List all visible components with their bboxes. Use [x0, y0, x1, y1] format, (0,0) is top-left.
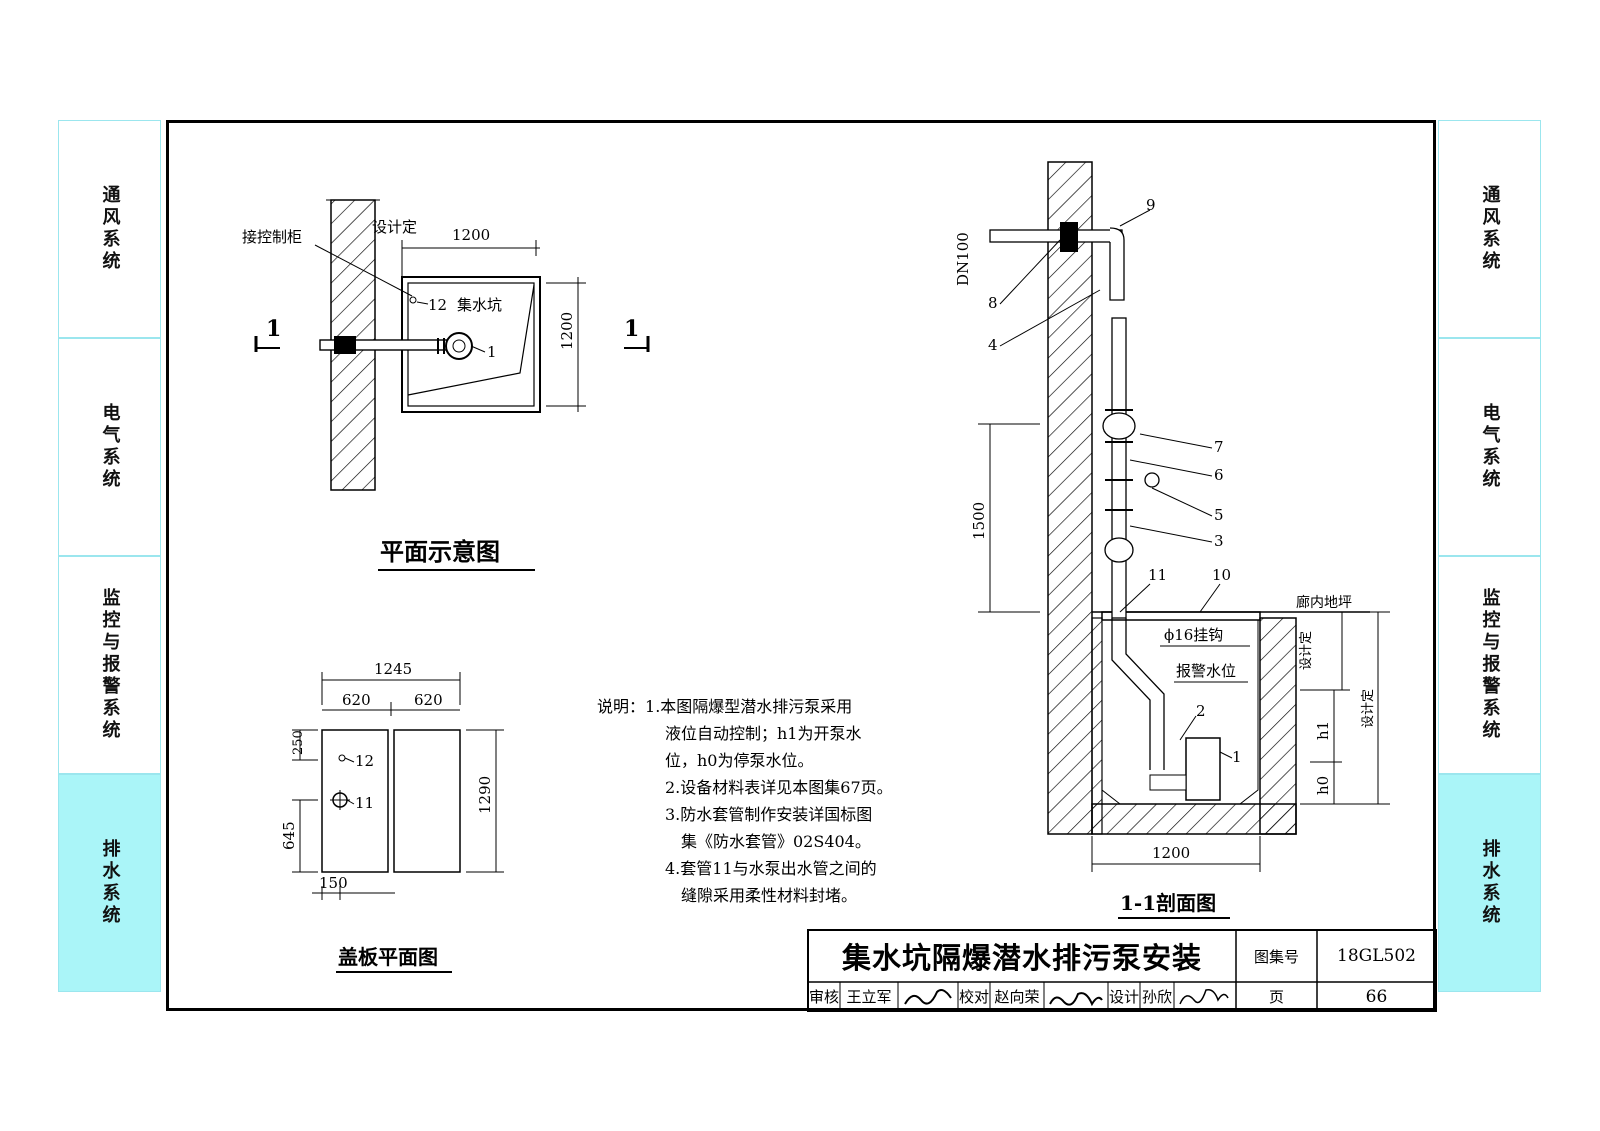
tag-3: 3 — [1214, 532, 1224, 550]
dim-1200: 1200 — [1152, 844, 1190, 862]
cover-tag-11: 11 — [355, 794, 374, 812]
cover-plan-title: 盖板平面图 — [338, 945, 438, 969]
notes-line: 4.套管11与水泵出水管之间的 — [665, 859, 877, 878]
plan-dim-width: 1200 — [452, 226, 490, 244]
h0-label: h0 — [1314, 776, 1332, 795]
checker-signature — [1049, 992, 1103, 1007]
tag-7: 7 — [1214, 438, 1224, 456]
section-view: 廊内地坪 设计定 设计定 h1 h0 ϕ16挂钩 报警水位 DN100 1500… — [954, 161, 1390, 919]
section-wall — [1047, 161, 1093, 835]
tag-8: 8 — [988, 294, 998, 312]
drawing-title: 集水坑隔爆潜水排污泵安装 — [841, 941, 1202, 975]
alarm-level-label: 报警水位 — [1176, 662, 1236, 680]
cover-dim-645: 645 — [280, 821, 298, 850]
tag-9: 9 — [1146, 196, 1156, 214]
design-label: 设计定 — [372, 218, 417, 236]
tag-5: 5 — [1214, 506, 1224, 524]
notes-line: 3.防水套管制作安装详国标图 — [665, 805, 873, 824]
pit-label: 集水坑 — [457, 296, 502, 314]
cover-dim-250: 250 — [291, 730, 306, 755]
tag-10: 10 — [1212, 566, 1231, 584]
pit-floor — [1091, 803, 1297, 835]
tag-6: 6 — [1214, 466, 1224, 484]
tab-monitoring[interactable]: 监控与报警系统 — [58, 556, 161, 774]
atlas-label: 图集号 — [1253, 947, 1299, 966]
cover-dim-left: 620 — [342, 691, 371, 709]
notes-line: 位，h0为停泵水位。 — [665, 751, 814, 770]
tag-2: 2 — [1196, 702, 1206, 720]
discharge-pipe — [989, 229, 1123, 243]
plan-view-title: 平面示意图 — [380, 537, 500, 566]
cover-dim-right: 620 — [414, 691, 443, 709]
page-number: 66 — [1365, 986, 1388, 1007]
tab-electrical-right[interactable]: 电气系统 — [1438, 338, 1541, 556]
pressure-gauge — [1144, 472, 1160, 488]
notes-block: 说明：1.本图隔爆型潜水排污泵采用 液位自动控制；h1为开泵水 位，h0为停泵水… — [597, 693, 937, 909]
cover-dim-height: 1290 — [476, 776, 494, 814]
atlas-number: 18GL502 — [1337, 946, 1416, 966]
pipe-dn-label: DN100 — [954, 232, 972, 286]
tab-ventilation[interactable]: 通风系统 — [58, 120, 161, 338]
designer-signature — [1179, 988, 1229, 1005]
plan-view: 1 12 集水坑 接控制柜 设计定 1200 1200 1 1 平面示意图 — [242, 199, 650, 571]
tab-electrical[interactable]: 电气系统 — [58, 338, 161, 556]
riser-pipe — [1111, 317, 1127, 619]
gate-valve — [1102, 412, 1136, 440]
pit-right-wall — [1259, 617, 1297, 835]
tab-drainage-right[interactable]: 排水系统 — [1438, 774, 1541, 992]
section-design-label-1: 设计定 — [1299, 631, 1314, 670]
section-mark-left: 1 — [266, 316, 281, 342]
title-block-frame — [807, 929, 1437, 1012]
floor-label: 廊内地坪 — [1296, 594, 1352, 611]
plan-dim-height: 1200 — [558, 312, 576, 350]
section-design-label-2: 设计定 — [1361, 689, 1376, 728]
pump-circle — [445, 332, 473, 360]
cover-left-plate — [321, 729, 389, 873]
tab-drainage[interactable]: 排水系统 — [58, 774, 161, 992]
design-label: 设计 — [1108, 988, 1139, 1006]
notes-line: 缝隙采用柔性材料封堵。 — [681, 886, 858, 905]
review-label: 审核 — [808, 988, 839, 1006]
cover-dim-total: 1245 — [374, 660, 412, 678]
h1-label: h1 — [1314, 721, 1332, 740]
cover-right-plate — [393, 729, 461, 873]
notes-line: 液位自动控制；h1为开泵水 — [665, 724, 862, 743]
section-mark-right: 1 — [624, 316, 639, 342]
tab-ventilation-right[interactable]: 通风系统 — [1438, 120, 1541, 338]
dim-1500: 1500 — [970, 502, 988, 540]
drawing-frame — [166, 120, 1436, 1011]
page-label: 页 — [1268, 988, 1284, 1006]
plan-tag-1: 1 — [487, 343, 497, 361]
notes-line: 2.设备材料表详见本图集67页。 — [665, 778, 893, 797]
cover-plan: 1245 620 620 1290 250 645 150 12 11 盖板平 — [280, 660, 504, 973]
cover-dim-150: 150 — [319, 874, 348, 892]
control-cabinet-label: 接控制柜 — [242, 228, 302, 246]
check-label: 校对 — [958, 988, 989, 1006]
notes-line: 说明：1.本图隔爆型潜水排污泵采用 — [597, 697, 853, 716]
reviewer-name: 王立军 — [846, 988, 892, 1006]
submersible-pump — [1185, 737, 1221, 801]
cover-tag-12: 12 — [355, 752, 374, 770]
hook-label: ϕ16挂钩 — [1164, 626, 1223, 644]
tag-1: 1 — [1232, 748, 1242, 766]
checker-name: 赵向荣 — [994, 988, 1040, 1006]
section-view-title: 1-1剖面图 — [1120, 891, 1216, 915]
tab-monitoring-right[interactable]: 监控与报警系统 — [1438, 556, 1541, 774]
reviewer-signature — [904, 989, 952, 1005]
tag-11: 11 — [1148, 566, 1167, 584]
designer-name: 孙欣 — [1141, 988, 1172, 1006]
plan-tag-12: 12 — [428, 296, 447, 314]
tag-4: 4 — [988, 336, 998, 354]
notes-line: 集《防水套管》02S404。 — [681, 832, 871, 851]
check-valve — [1104, 537, 1134, 563]
